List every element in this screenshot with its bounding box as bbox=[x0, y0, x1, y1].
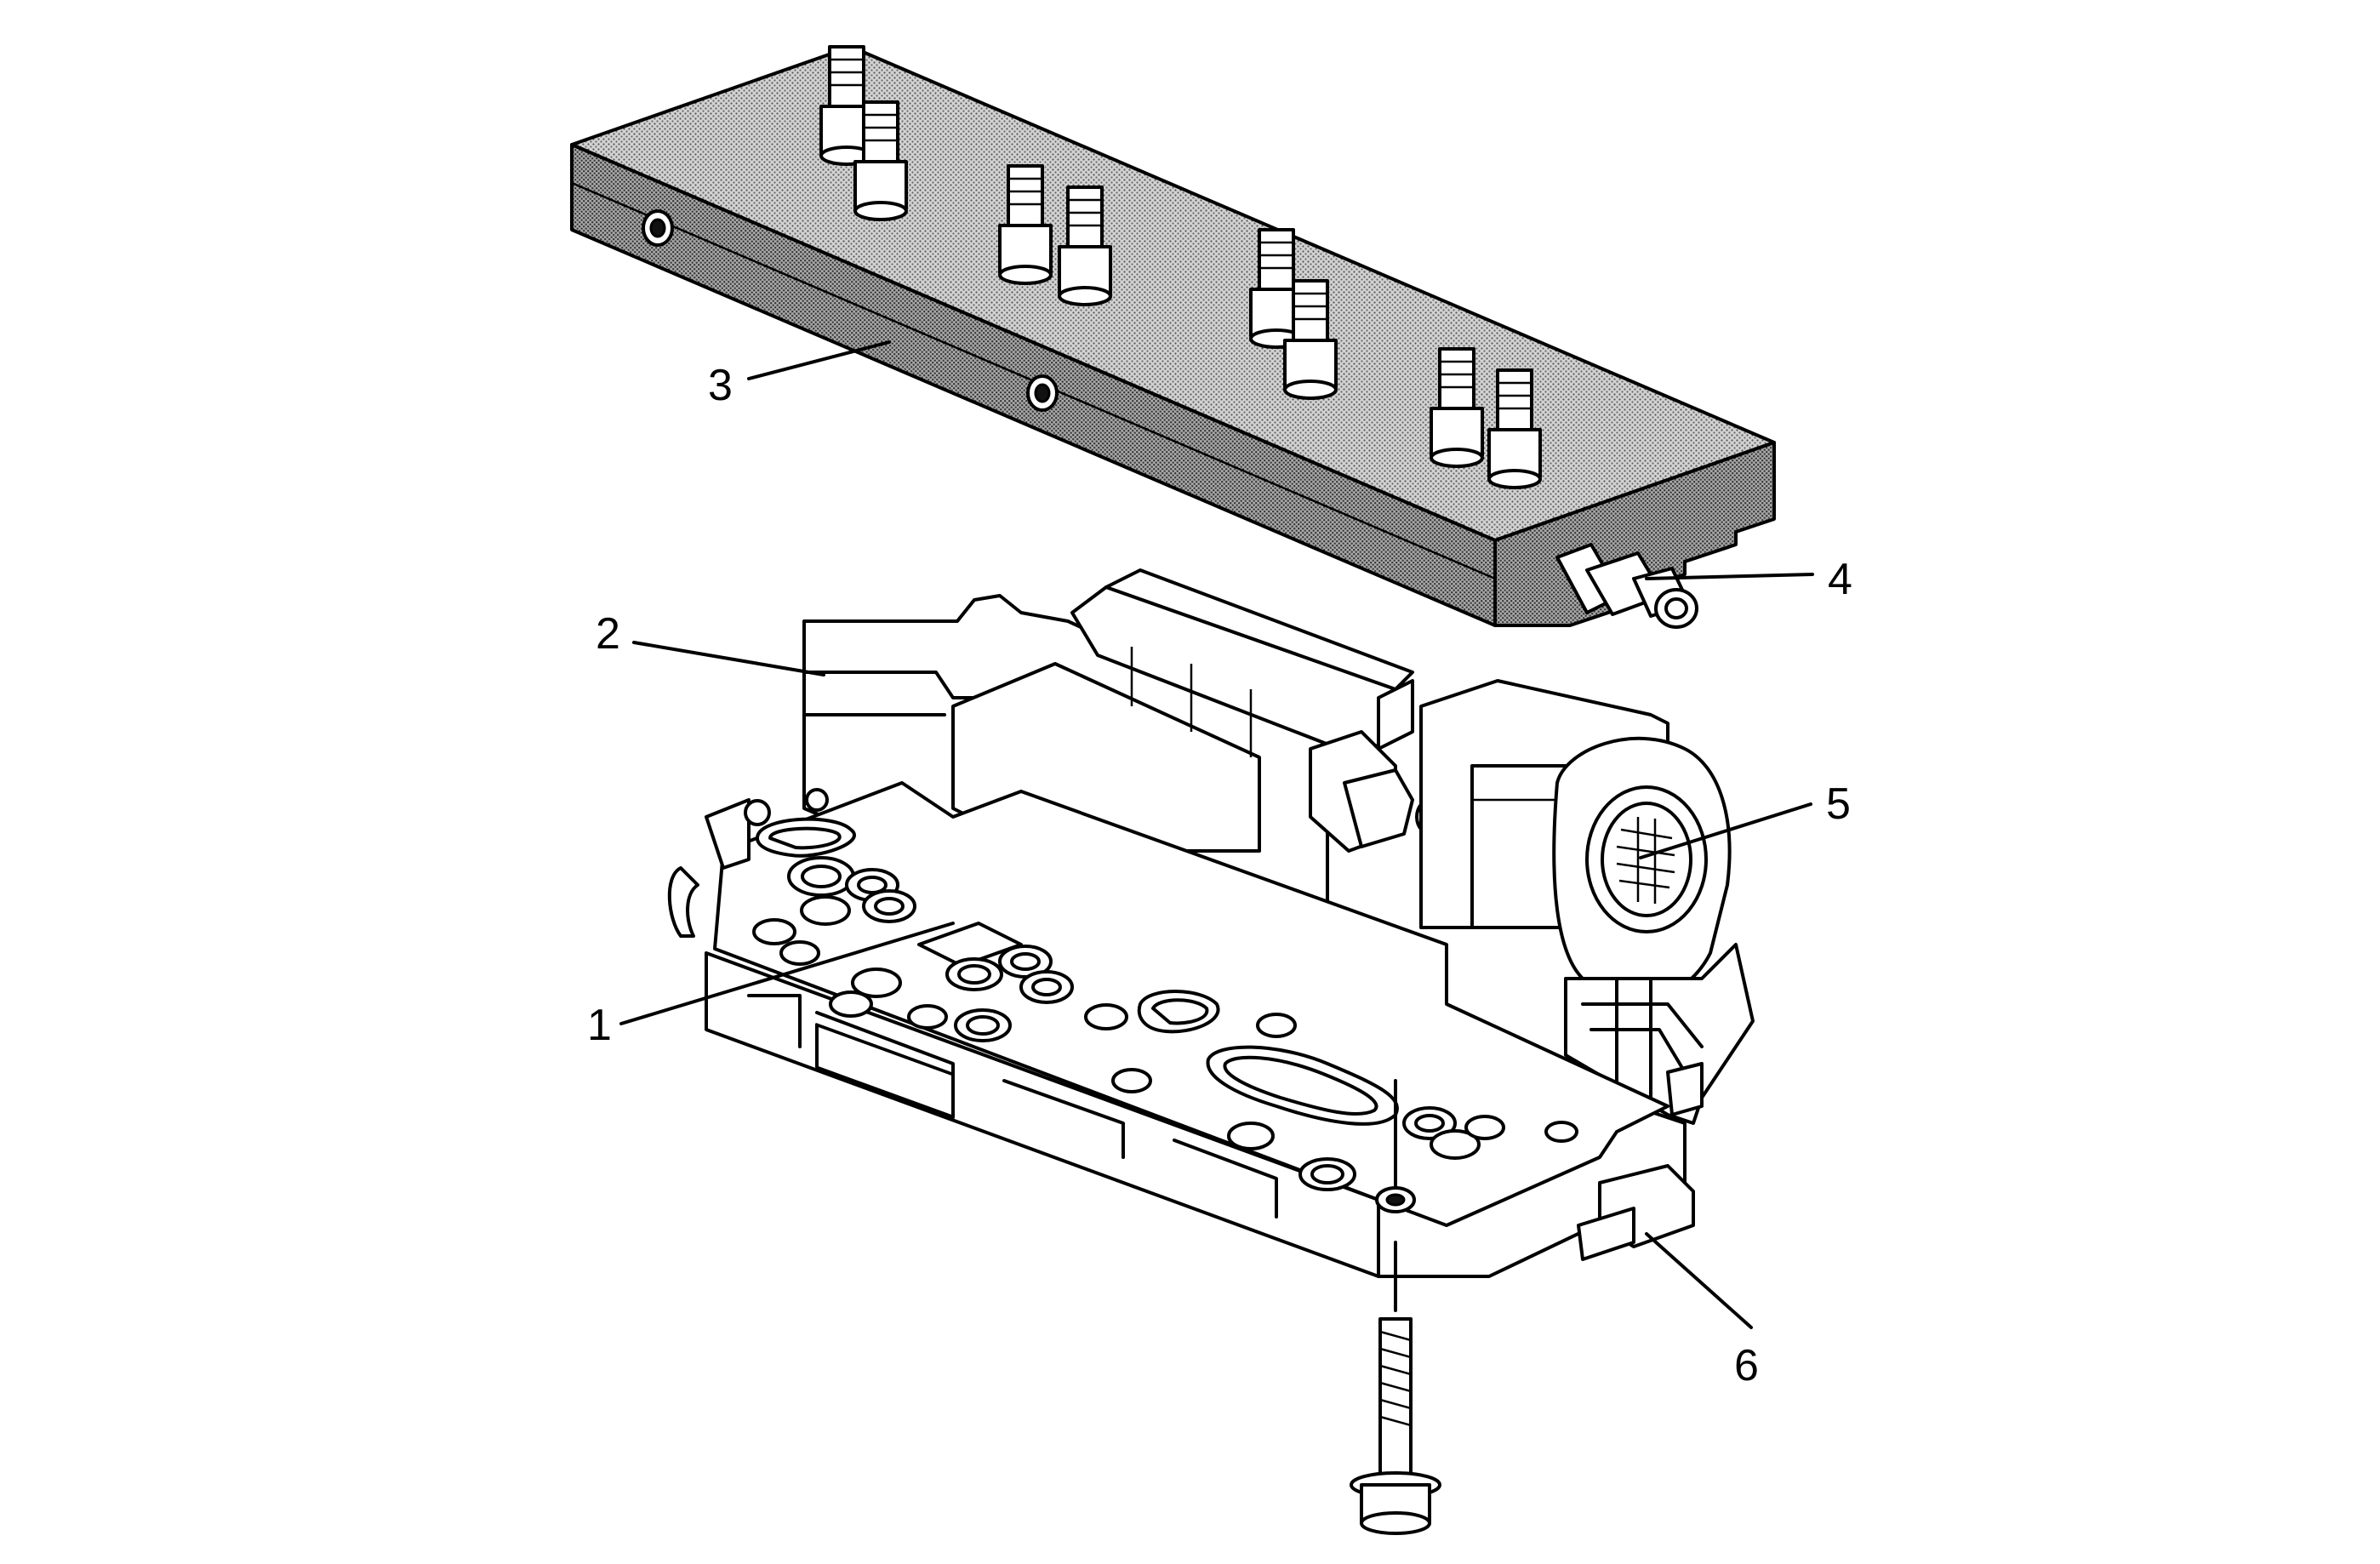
connector-housing bbox=[1419, 679, 1755, 1125]
callout-3: 3 bbox=[708, 361, 733, 410]
callout-4: 4 bbox=[1828, 555, 1852, 604]
control-module-block bbox=[570, 45, 1776, 627]
valve-body-plate bbox=[667, 781, 1695, 1278]
callout-5: 5 bbox=[1826, 779, 1851, 829]
mounting-bolt bbox=[1350, 1241, 1441, 1535]
callout-labels: 1 2 3 4 5 6 bbox=[587, 361, 1852, 1390]
callout-6: 6 bbox=[1734, 1341, 1759, 1390]
pressure-fittings bbox=[819, 45, 1542, 489]
gasket-seals bbox=[752, 817, 1578, 1191]
callout-1: 1 bbox=[587, 1001, 612, 1050]
side-fitting bbox=[1555, 543, 1698, 629]
callout-2: 2 bbox=[596, 609, 620, 659]
leader-lines bbox=[619, 340, 1814, 1329]
